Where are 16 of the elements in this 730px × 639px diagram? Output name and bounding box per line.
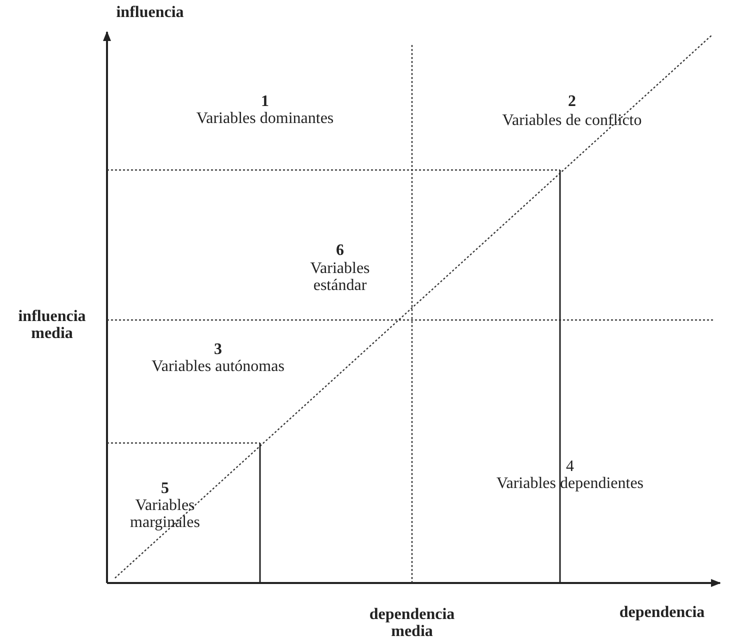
axis-label: dependencia media [368,606,456,639]
quadrant-number: 2 [567,93,577,110]
quadrant-number: 1 [260,93,270,110]
quadrant-label: Variables estándar [309,260,371,294]
quadrant-label: Variables autónomas [150,358,286,375]
quadrant-number: 5 [160,480,170,497]
quadrant-number: 4 [565,458,575,475]
axis-title: influencia [115,4,185,21]
quadrant-label: Variables marginales [129,497,201,531]
quadrant-number: 6 [335,242,345,259]
axis-title: dependencia [618,604,706,621]
axis-label: influencia media [17,308,87,342]
quadrant-label: Variables dominantes [195,110,335,127]
quadrant-label: Variables dependientes [495,475,645,492]
quadrant-number: 3 [213,341,223,358]
quadrant-label: Variables de conflicto [501,112,643,129]
